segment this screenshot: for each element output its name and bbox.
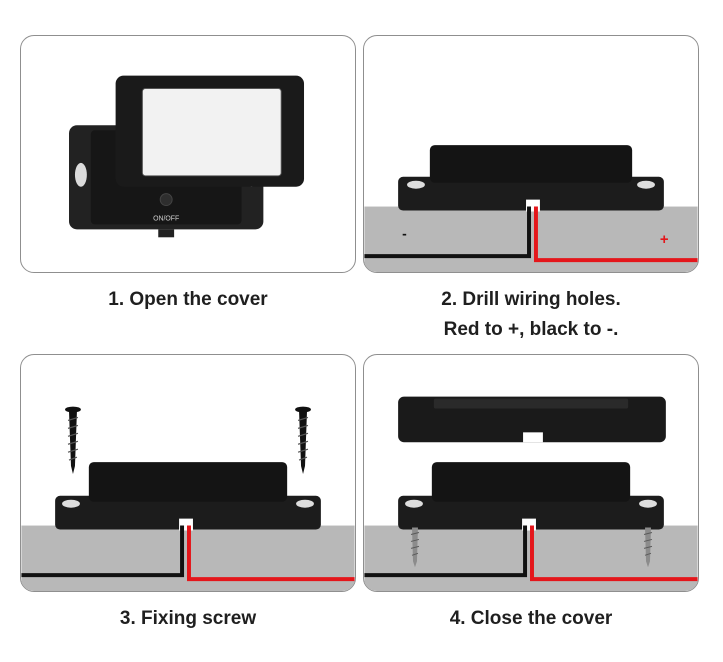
step-2-caption: 2. Drill wiring holes. Red to +, black t… — [363, 285, 699, 345]
black-wire — [364, 206, 531, 259]
wire-hole — [179, 518, 193, 531]
device-flange — [398, 495, 664, 530]
device-flange — [55, 495, 321, 530]
step-3-panel — [20, 354, 356, 592]
right-screw-hole — [296, 499, 314, 508]
open-cover-illustration: ON/OFF — [69, 75, 305, 238]
power-button-icon — [159, 193, 173, 207]
left-screw-icon — [65, 406, 81, 474]
plus-label: + — [660, 232, 669, 248]
step-1-text: 1. Open the cover — [108, 289, 268, 310]
floating-cover — [398, 396, 666, 443]
device-label: ON/OFF — [153, 215, 179, 222]
black-wire — [364, 525, 528, 578]
red-wire — [533, 206, 698, 263]
cable-exit — [158, 229, 175, 238]
installed-right-screw-icon — [643, 527, 653, 568]
red-wire — [187, 525, 355, 582]
left-screw-hole — [407, 180, 425, 189]
device-flange — [398, 176, 664, 211]
step-3-caption: 3. Fixing screw — [20, 604, 356, 634]
step-2-text-line2: Red to +, black to -. — [443, 319, 619, 340]
fixing-screw-illustration — [21, 406, 355, 591]
device-body — [431, 462, 631, 502]
device-body — [429, 145, 633, 183]
step-4-text: 4. Close the cover — [449, 608, 613, 629]
step-2-text-line1: 2. Drill wiring holes. — [441, 289, 621, 310]
right-screw-head — [639, 499, 657, 508]
close-cover-illustration — [364, 396, 698, 591]
right-screw-hole — [637, 180, 655, 189]
left-screw-head — [405, 499, 423, 508]
step-3-text: 3. Fixing screw — [119, 608, 257, 629]
step-1-caption: 1. Open the cover — [20, 285, 356, 315]
left-screw-hole — [62, 499, 80, 508]
black-wire — [21, 525, 185, 578]
step-2-panel: - + — [363, 35, 699, 273]
red-wire — [530, 525, 698, 582]
wire-hole — [522, 518, 536, 531]
right-screw-icon — [295, 406, 311, 474]
minus-label: - — [402, 225, 407, 241]
wire-hole — [526, 199, 540, 212]
step-4-panel — [363, 354, 699, 592]
left-mount-hole — [74, 162, 87, 187]
drill-holes-illustration: - + — [364, 145, 698, 272]
step-4-caption: 4. Close the cover — [363, 604, 699, 634]
step-1-panel: ON/OFF — [20, 35, 356, 273]
installed-left-screw-icon — [410, 527, 420, 568]
device-body — [88, 462, 288, 502]
cover-window — [141, 88, 282, 177]
